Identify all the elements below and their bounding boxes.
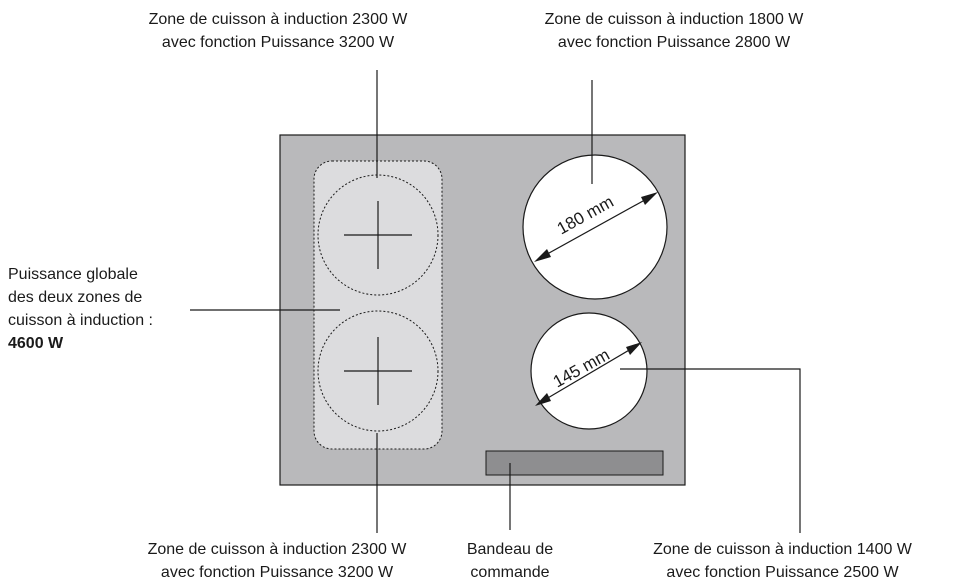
label-total-power: Puissance globale des deux zones de cuis… <box>8 263 153 355</box>
dimension-arrowhead-145-a <box>535 393 551 406</box>
label-bottom-left-zone: Zone de cuisson à induction 2300 W avec … <box>147 541 407 581</box>
label-control-panel: Bandeau de commande <box>466 541 554 581</box>
label-bottom-right-zone: Zone de cuisson à induction 1400 W avec … <box>653 541 912 581</box>
dimension-arrowhead-180-b <box>641 192 658 205</box>
total-power-value: 4600 W <box>8 335 64 352</box>
lower-right-zone <box>530 312 648 430</box>
dimension-arrowhead-180-a <box>534 249 551 262</box>
label-top-right-zone: Zone de cuisson à induction 1800 W avec … <box>544 11 804 51</box>
label-top-left-zone: Zone de cuisson à induction 2300 W avec … <box>148 11 408 51</box>
dimension-arrow-180 <box>539 195 653 259</box>
dimension-arrow-145 <box>540 345 637 403</box>
dimension-arrowhead-145-b <box>626 342 642 355</box>
leader-bottom-right <box>620 368 801 533</box>
control-panel <box>485 450 664 476</box>
